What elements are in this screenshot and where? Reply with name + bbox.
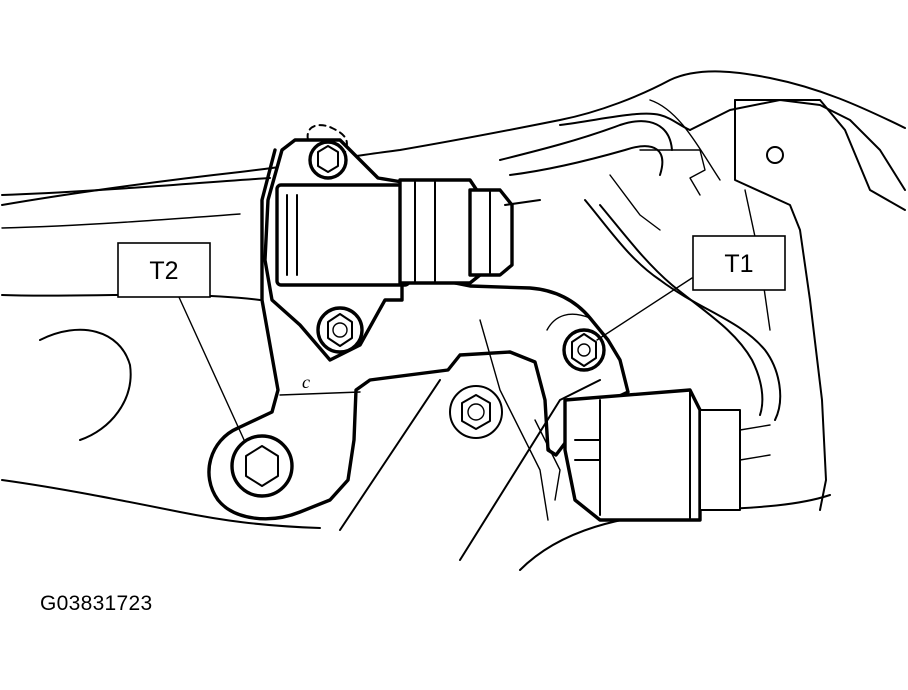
sensor-connector-hex [398, 178, 482, 285]
mounting-bracket: c [207, 148, 630, 521]
bracket-hole [766, 146, 784, 164]
callout-t1-label: T1 [724, 250, 753, 278]
figure-code: G03831723 [40, 592, 153, 615]
hose [499, 120, 782, 421]
middle-nut [449, 385, 503, 439]
body-panel-outline [1, 70, 906, 229]
t1-nut [562, 328, 606, 372]
sensor-lower-nut [316, 306, 364, 354]
callout-t1: T1 [692, 235, 786, 291]
t2-leader [177, 294, 246, 443]
bracket-mark: c [302, 372, 310, 392]
callout-t2-label: T2 [149, 257, 178, 285]
electrical-connector [563, 388, 771, 522]
callout-t2: T2 [117, 242, 211, 298]
t2-bolt [230, 434, 294, 498]
callout-leaders [177, 277, 693, 443]
right-bracket-plate [734, 99, 906, 511]
sensor-top-bolt [306, 124, 348, 180]
t1-leader [596, 277, 693, 341]
pressure-sensor [263, 138, 541, 362]
